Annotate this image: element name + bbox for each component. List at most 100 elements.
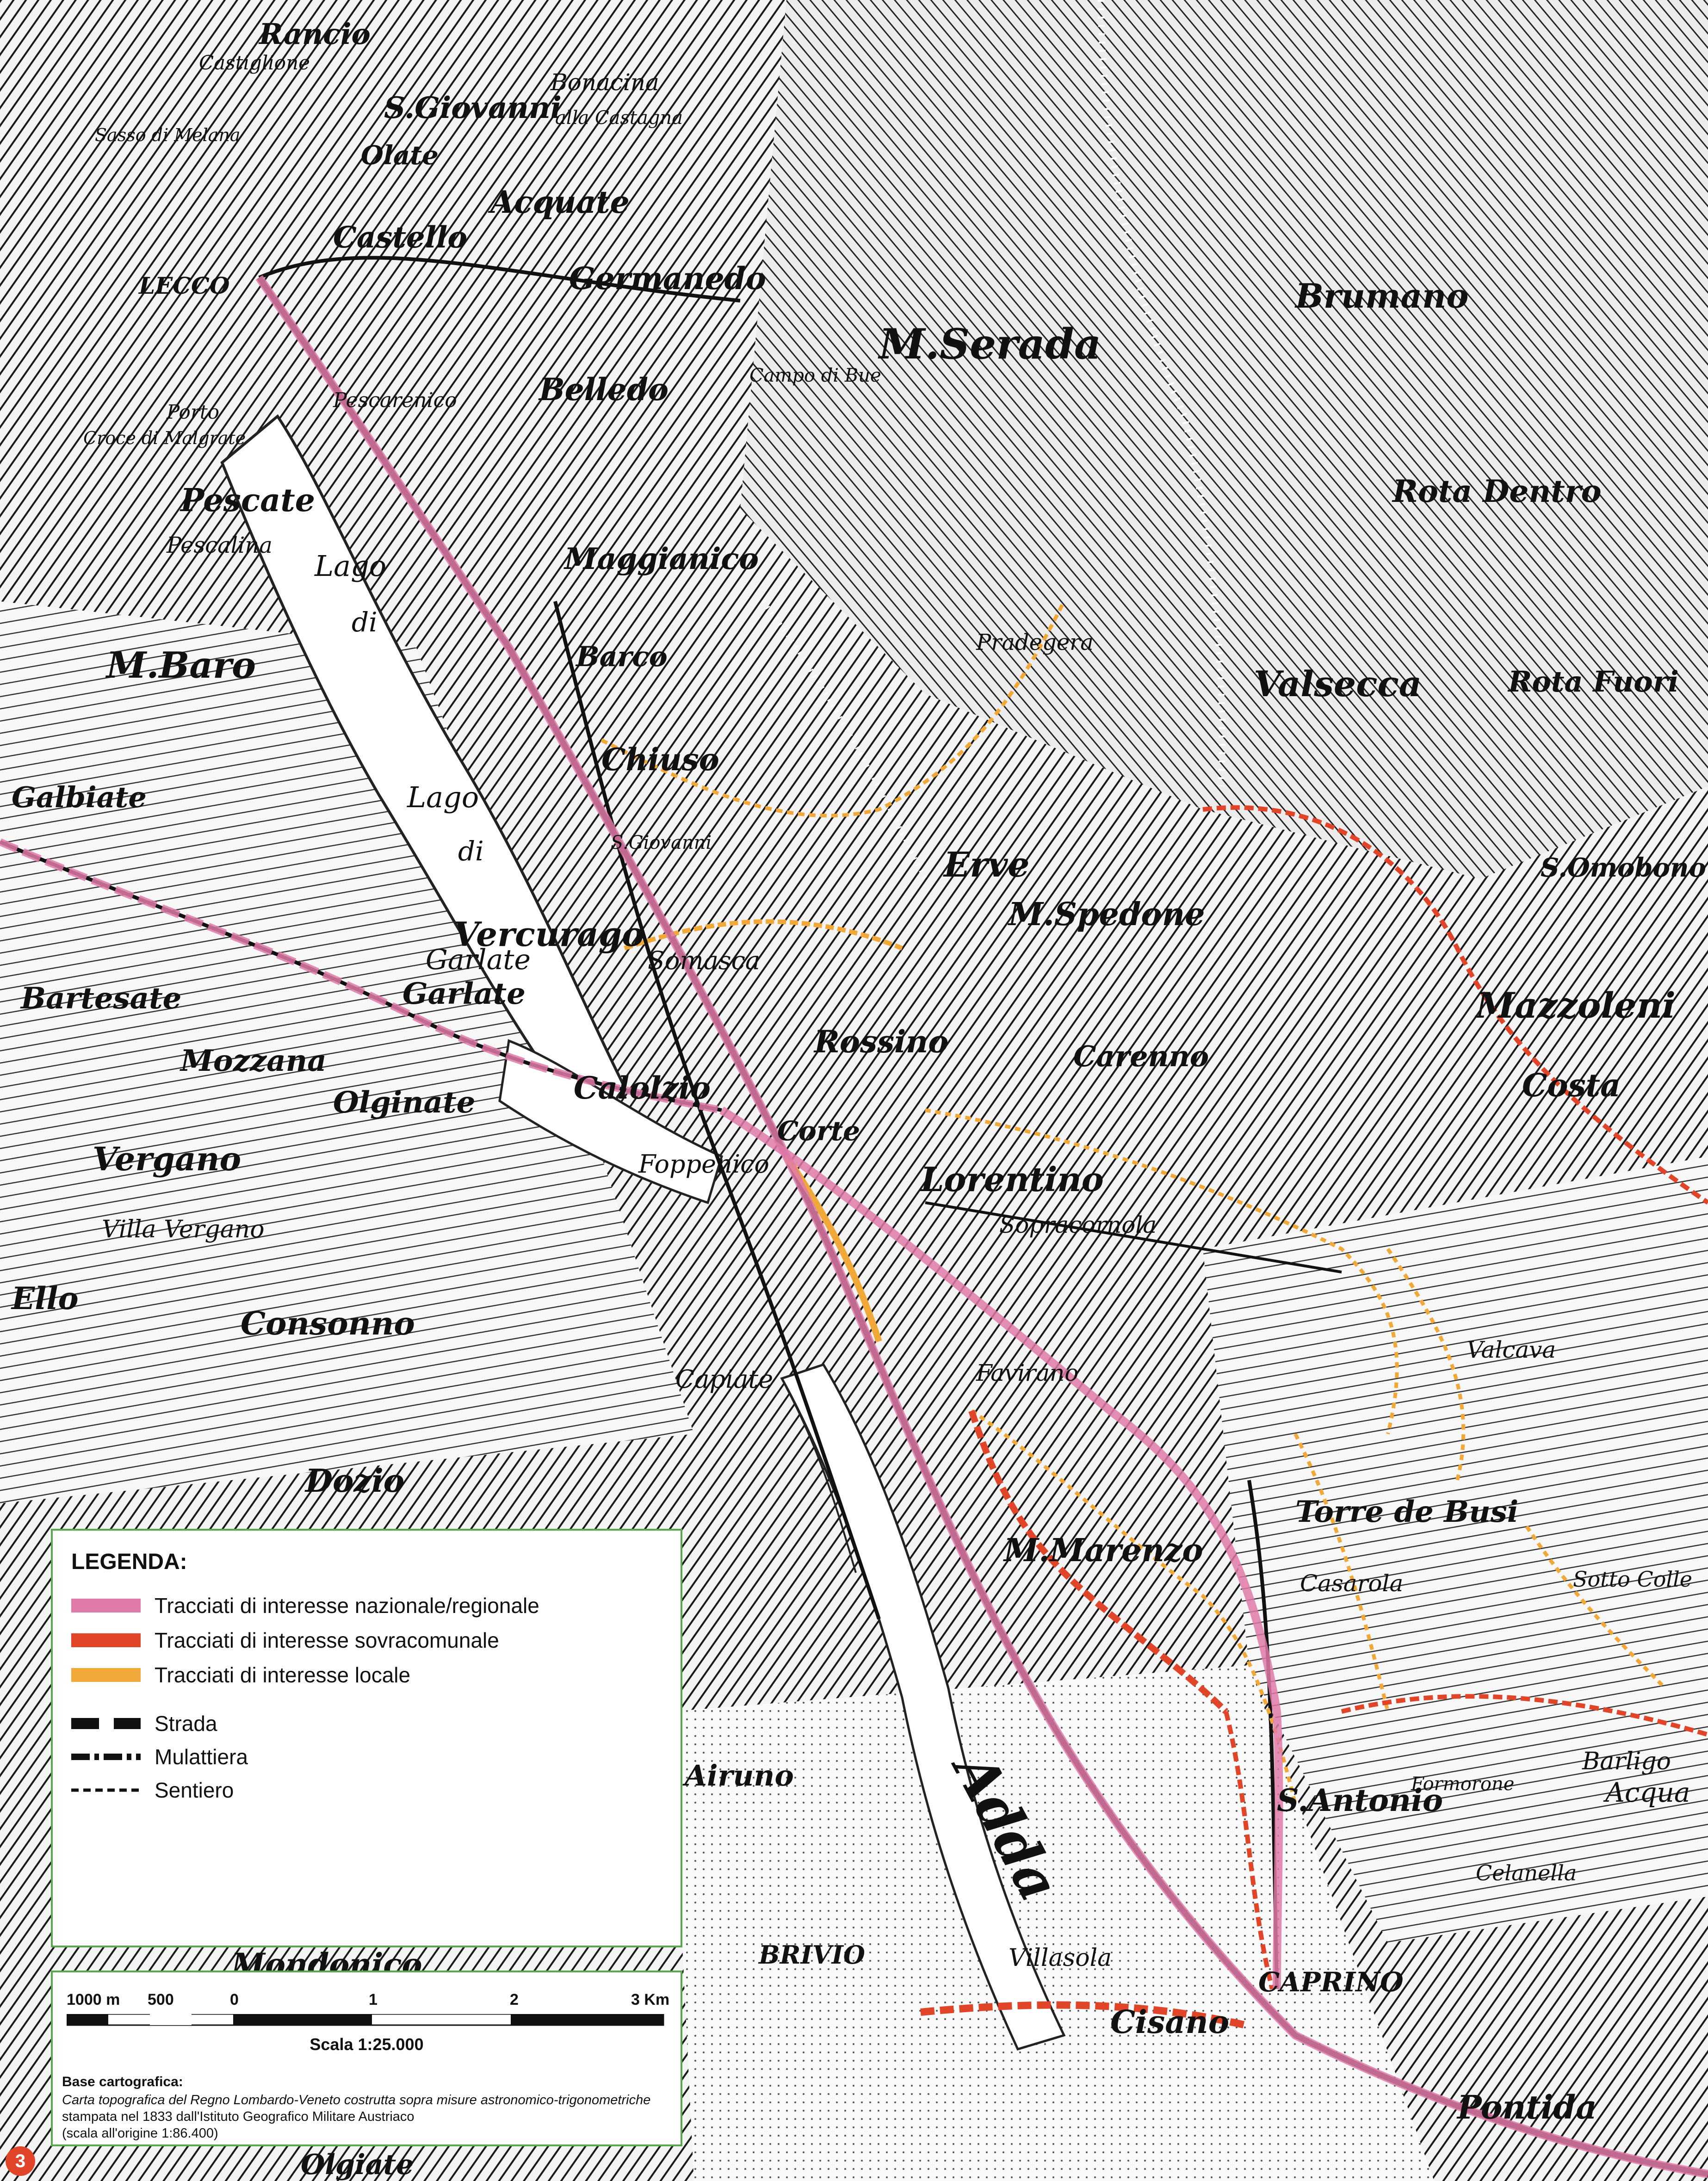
place-pontida: Pontida [1456, 2088, 1597, 2126]
place-airuno: Airuno [682, 1759, 794, 1792]
scale-label-3km: 3 Km [631, 1991, 670, 2008]
place-barligo: Barligo [1582, 1748, 1671, 1775]
scale-label-2: 2 [510, 1991, 519, 2008]
place-rossino: Rossino [813, 1024, 948, 1060]
place-caprino: CAPRINO [1258, 1966, 1404, 1998]
place-brumano: Brumano [1294, 276, 1468, 315]
legend-item-mulattiera: Mulattiera [71, 1744, 248, 1769]
legend-item-sovracomunale: Tracciati di interesse sovracomunale [71, 1628, 499, 1653]
place-calolzio: Calolzio [574, 1070, 711, 1106]
base-map-title: Carta topografica del Regno Lombardo-Ven… [62, 2093, 651, 2107]
legend-panel: LEGENDA: Tracciati di interesse nazional… [51, 1529, 682, 1947]
legend-label-nazionale: Tracciati di interesse nazionale/regiona… [155, 1594, 539, 1618]
place-dozio: Dozio [304, 1463, 404, 1500]
place-castello-lecco: Castello [333, 220, 467, 255]
place-formorone: Formorone [1411, 1773, 1514, 1795]
place-barco: Barco [575, 641, 668, 673]
place-s-giovanni-bonacina: S.Giovanni [384, 91, 562, 125]
scale-label-1: 1 [369, 1991, 377, 2008]
place-chiuso: Chiuso [601, 741, 719, 778]
place-m-baro: M.Baro [105, 644, 256, 686]
place-consonno: Consonno [241, 1305, 415, 1342]
legend-item-locale: Tracciati di interesse locale [71, 1662, 410, 1687]
strada-line-icon [71, 1718, 141, 1729]
place-villa-vergano: Villa Vergano [102, 1216, 265, 1243]
place-torre-de-busi: Torre de Busi [1295, 1495, 1518, 1529]
place-rancio: Rancio [258, 17, 371, 51]
place-m-serada: M.Serada [878, 320, 1101, 369]
place-valsecca: Valsecca [1254, 663, 1422, 704]
place-foppenico: Foppenico [638, 1149, 769, 1179]
legend-item-sentiero: Sentiero [71, 1778, 234, 1803]
page-number-badge: 3 [6, 2146, 35, 2176]
place-celanella: Celanella [1476, 1860, 1577, 1885]
scale-label-500: 500 [148, 1991, 174, 2008]
place-di-garlate: di [458, 835, 484, 867]
place-maggianico: Maggianico [563, 542, 759, 576]
place-somasca: Somasca [648, 946, 760, 975]
legend-swatch-sovracomunale [71, 1633, 141, 1647]
place-garlate-lago: Garlate [426, 944, 531, 976]
place-pescalina: Pescalina [166, 532, 272, 558]
place-s-giovanni: S.Giovanni [611, 832, 712, 853]
place-mazzoleni: Mazzoleni [1474, 985, 1676, 1026]
legend-item-nazionale: Tracciati di interesse nazionale/regiona… [71, 1593, 539, 1618]
legend-title: LEGENDA: [71, 1550, 187, 1574]
place-capiate: Capiate [675, 1365, 773, 1394]
place-s-antonio: S.Antonio [1277, 1782, 1443, 1818]
place-olate: Olate [361, 140, 439, 171]
place-bartesate: Bartesate [20, 981, 181, 1016]
place-mozzana: Mozzana [179, 1044, 327, 1078]
legend-label-locale: Tracciati di interesse locale [155, 1663, 411, 1687]
place-porto: Porto [166, 401, 219, 423]
scale-title: Scala 1:25.000 [309, 2035, 424, 2054]
place-vergano: Vergano [93, 1140, 241, 1178]
place-bonacina: Bonacina [550, 69, 659, 96]
place-lorentino: Lorentino [920, 1160, 1104, 1199]
place-sopracornola: Sopracornola [999, 1211, 1157, 1238]
legend-swatch-nazionale [71, 1599, 141, 1613]
place-carenno: Carenno [1073, 1039, 1209, 1073]
place-corte: Corte [777, 1115, 860, 1147]
place-galbiate: Galbiate [12, 780, 147, 814]
mulattiera-line-icon [71, 1754, 141, 1760]
place-croce-di-malgrate: Croce di Malgrate [83, 428, 246, 448]
place-valcava: Valcava [1467, 1336, 1556, 1363]
place-di: di [352, 606, 377, 638]
place-pescate: Pescate [179, 482, 315, 519]
scale-label-0: 0 [230, 1991, 239, 2008]
legend-label-sovracomunale: Tracciati di interesse sovracomunale [155, 1628, 499, 1652]
legend-label-sentiero: Sentiero [155, 1778, 234, 1802]
place-olginate: Olginate [333, 1085, 475, 1120]
place-m-marenzo: M.Marenzo [1003, 1532, 1203, 1569]
place-rota-fuori: Rota Fuori [1507, 665, 1679, 698]
place-vercurago: Vercurago [453, 914, 644, 954]
legend-label-strada: Strada [155, 1711, 217, 1736]
place-acqua: Acqua [1603, 1777, 1690, 1808]
scale-bar [67, 2014, 664, 2026]
place-sotto-colle: Sotto Colle [1573, 1567, 1692, 1592]
place-favirano: Favirano [976, 1359, 1078, 1386]
legend-swatch-locale [71, 1668, 141, 1682]
place-castiglione: Castiglione [199, 51, 310, 74]
place-casarola: Casarola [1300, 1570, 1403, 1597]
scale-label-1000m: 1000 m [67, 1991, 120, 2008]
place-olgiate: Olgiate [301, 2149, 414, 2181]
base-map-note: (scala all'origine 1:86.400) [62, 2126, 218, 2141]
place-acquate: Acquate [488, 184, 630, 220]
place-pradegera: Pradegera [976, 630, 1094, 655]
base-description: Carta topografica del Regno Lombardo-Ven… [62, 2092, 668, 2142]
place-lago-garlate: Lago [407, 780, 479, 814]
place-sasso-di-melana: Sasso di Melana [95, 125, 241, 145]
base-map-publisher: stampata nel 1833 dall'Istituto Geografi… [62, 2109, 415, 2124]
place-cisano: Cisano [1110, 2004, 1229, 2041]
scale-panel: 1000 m 500 0 1 2 3 Km Scala 1:25.000 Bas… [51, 1971, 682, 2146]
place-s-omobono: S.Omobono [1541, 853, 1706, 883]
legend-item-strada: Strada [71, 1711, 217, 1736]
place-campo-di-bue: Campo di Bue [749, 365, 881, 386]
place-villasola: Villasola [1009, 1944, 1112, 1972]
place-pescarenico: Pescarenico [333, 389, 457, 412]
place-germanedo: Germanedo [569, 260, 766, 297]
place-erve: Erve [943, 845, 1029, 885]
